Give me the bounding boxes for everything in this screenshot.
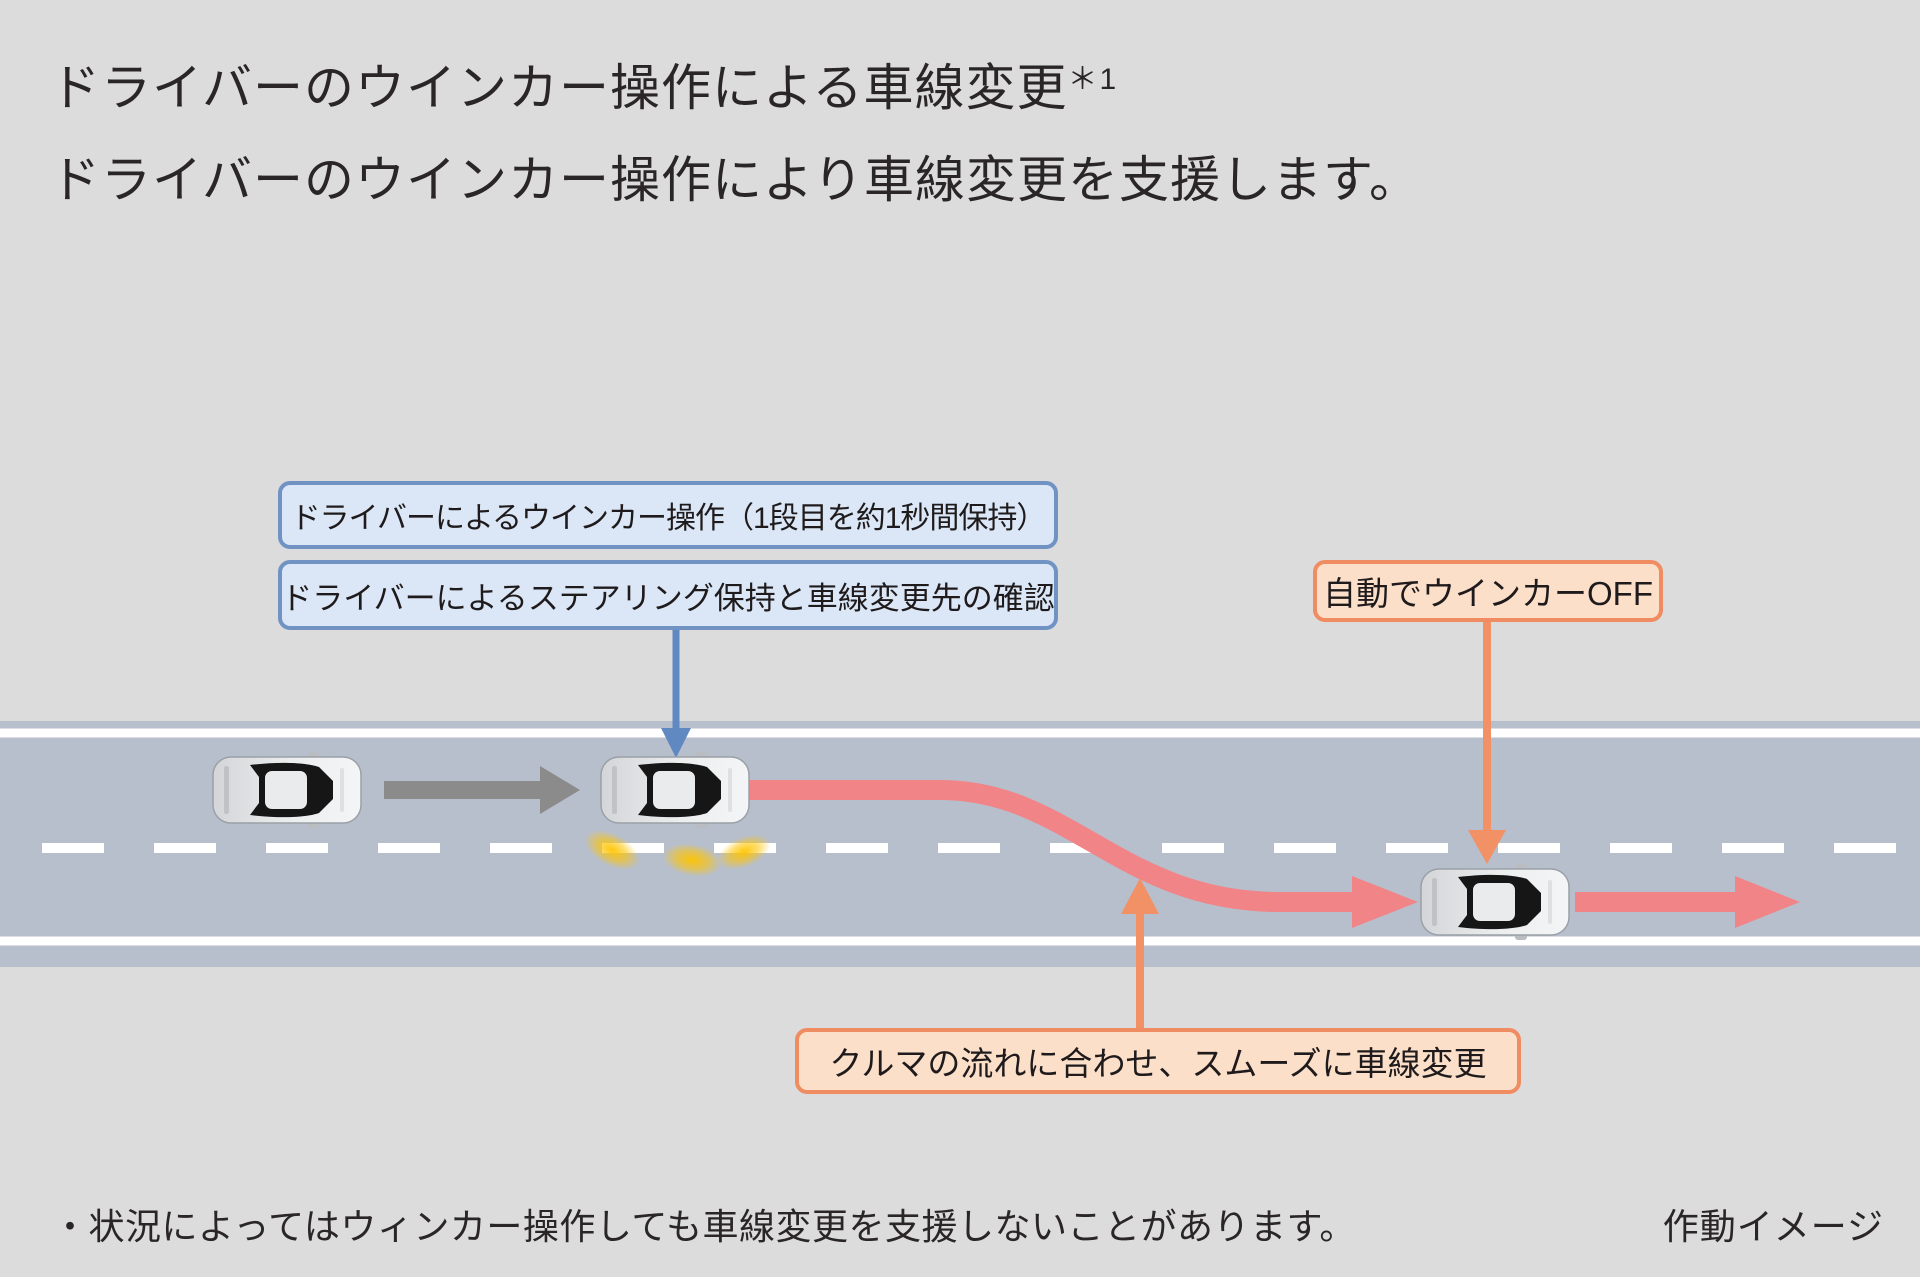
page-title-text: ドライバーのウインカー操作による車線変更 [50, 60, 1068, 116]
title-footnote-marker: ＊1 [1067, 63, 1119, 96]
car-signaling-position [600, 751, 750, 829]
forward-motion-arrow [384, 766, 580, 814]
callout-blinker-operation: ドライバーによるウインカー操作（1段目を約1秒間保持） [278, 481, 1058, 549]
blue-pointer-arrow [661, 630, 691, 758]
car-start-position [212, 751, 362, 829]
lane-change-trajectory-arrow [748, 780, 1418, 928]
callout-auto-winker-off: 自動でウインカーOFF [1313, 560, 1663, 622]
footer-note: ・状況によってはウィンカー操作しても車線変更を支援しないことがあります。 [52, 1206, 1356, 1247]
turn-signal-glow-icons [584, 830, 771, 877]
callout-steering-hold: ドライバーによるステアリング保持と車線変更先の確認 [278, 560, 1058, 630]
page-title: ドライバーのウインカー操作による車線変更＊1 [50, 48, 1118, 120]
footer-caption: 作動イメージ [1662, 1206, 1884, 1247]
page-subtitle: ドライバーのウインカー操作により車線変更を支援します。 [50, 152, 1420, 208]
car-after-lane-change [1420, 863, 1570, 941]
continue-straight-arrow [1575, 876, 1800, 928]
smooth-change-pointer-arrow [1121, 878, 1159, 1030]
callout-smooth-lane-change: クルマの流れに合わせ、スムーズに車線変更 [795, 1028, 1521, 1094]
auto-off-pointer-arrow [1468, 622, 1506, 864]
